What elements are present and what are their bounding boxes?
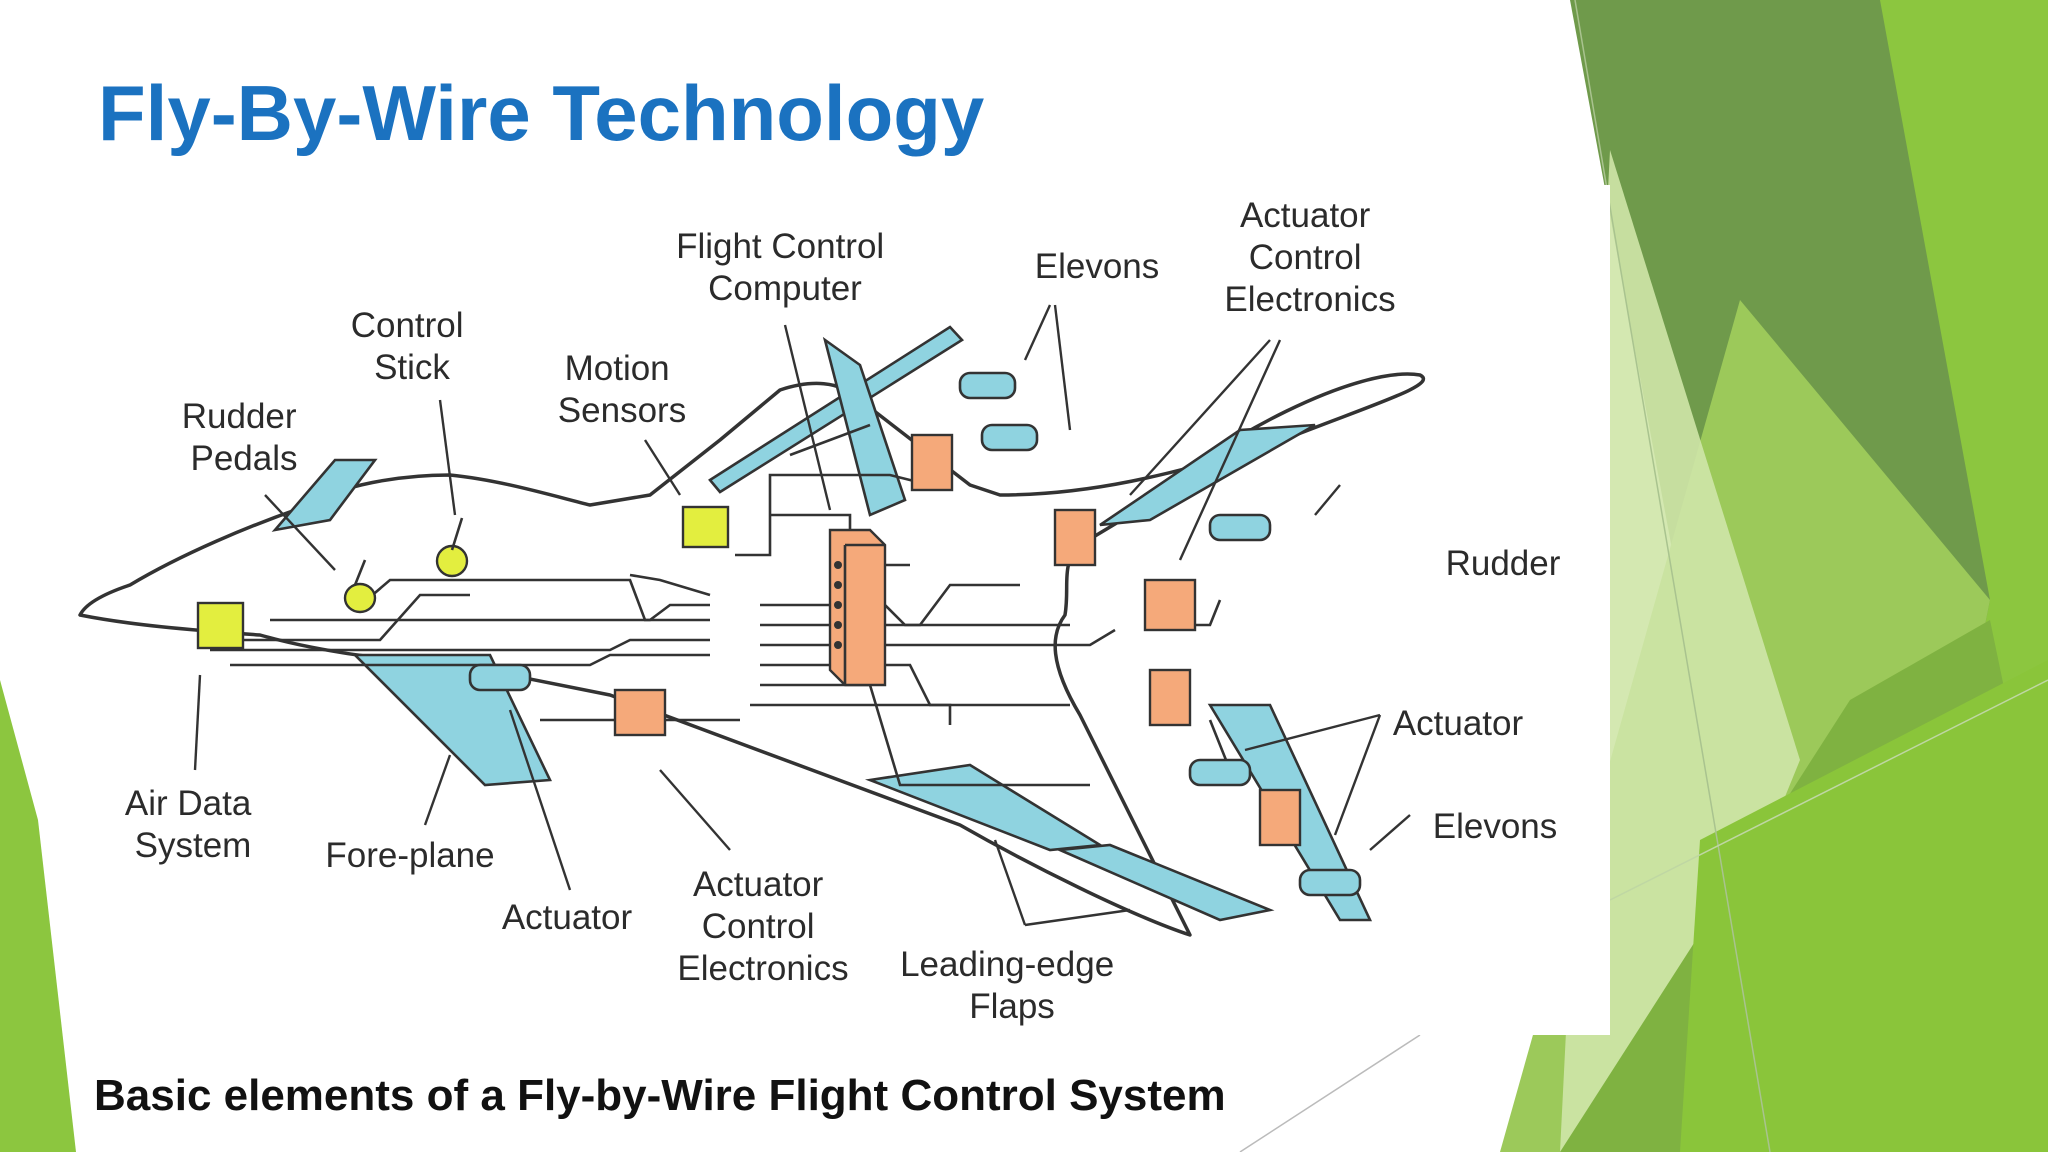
label-pointers: [193, 304, 1411, 927]
actuator-top-2: [980, 423, 1039, 452]
label-leading-edge-flaps: Leading-edge Flaps: [900, 945, 1124, 1026]
label-elevons-bottom: Elevons: [1433, 807, 1558, 846]
actuator-electronics-box-4: [1148, 668, 1192, 727]
actuator-bottom-1: [1188, 758, 1252, 787]
bg-thin-line-2: [1239, 1034, 1421, 1152]
leading-edge-flap-outer: [1054, 843, 1275, 922]
air-data-system-box: [196, 601, 245, 650]
actuator-bottom-2: [1298, 868, 1362, 897]
flight-control-computer: [828, 528, 887, 687]
actuator-electronics-box-1: [910, 433, 954, 492]
label-rudder-pedals: Rudder Pedals: [182, 397, 307, 478]
figure-caption: Basic elements of a Fly-by-Wire Flight C…: [94, 1071, 1226, 1120]
label-actuator-control-electronics-bottom: Actuator Control Electronics: [677, 865, 848, 988]
rudder-surface: [1099, 423, 1316, 527]
actuator-electronics-box-3: [1143, 578, 1197, 632]
control-stick: [450, 517, 464, 551]
actuator-electronics-box-6: [613, 688, 667, 737]
rudder-pedals-base: [343, 582, 377, 614]
vertical-fin: [271, 458, 378, 532]
actuator-electronics-box-5: [1258, 788, 1302, 847]
label-control-stick: Control Stick: [351, 306, 474, 387]
bg-thin-line-3: [1609, 679, 2048, 901]
rudder-pedal: [353, 559, 367, 586]
control-stick-base: [435, 544, 469, 578]
actuator-foreplane: [468, 663, 532, 692]
fuselage-outline: [78, 372, 1426, 937]
label-motion-sensors: Motion Sensors: [558, 349, 686, 430]
actuator-rudder: [1208, 513, 1272, 542]
label-elevons-top: Elevons: [1035, 247, 1160, 286]
label-flight-control-computer: Flight Control Computer: [676, 227, 894, 308]
label-rudder: Rudder: [1446, 544, 1561, 583]
bg-shape-bright-green: [1680, 660, 2048, 1152]
actuator-electronics-box-2: [1053, 508, 1097, 567]
fly-by-wire-diagram: Flight Control Computer Elevons Actuator…: [70, 185, 1610, 1035]
motion-sensors-box: [681, 505, 730, 549]
slide-title: Fly-By-Wire Technology: [98, 69, 985, 157]
actuator-top-1: [958, 371, 1017, 400]
bg-shape-left-green: [0, 680, 76, 1152]
top-wing-leading-edge: [708, 325, 965, 494]
label-fore-plane: Fore-plane: [325, 836, 494, 875]
label-actuator-left: Actuator: [502, 898, 633, 937]
label-air-data-system: Air Data System: [125, 784, 261, 865]
label-actuator-control-electronics-top: Actuator Control Electronics: [1224, 196, 1395, 319]
label-actuator-right: Actuator: [1393, 704, 1524, 743]
